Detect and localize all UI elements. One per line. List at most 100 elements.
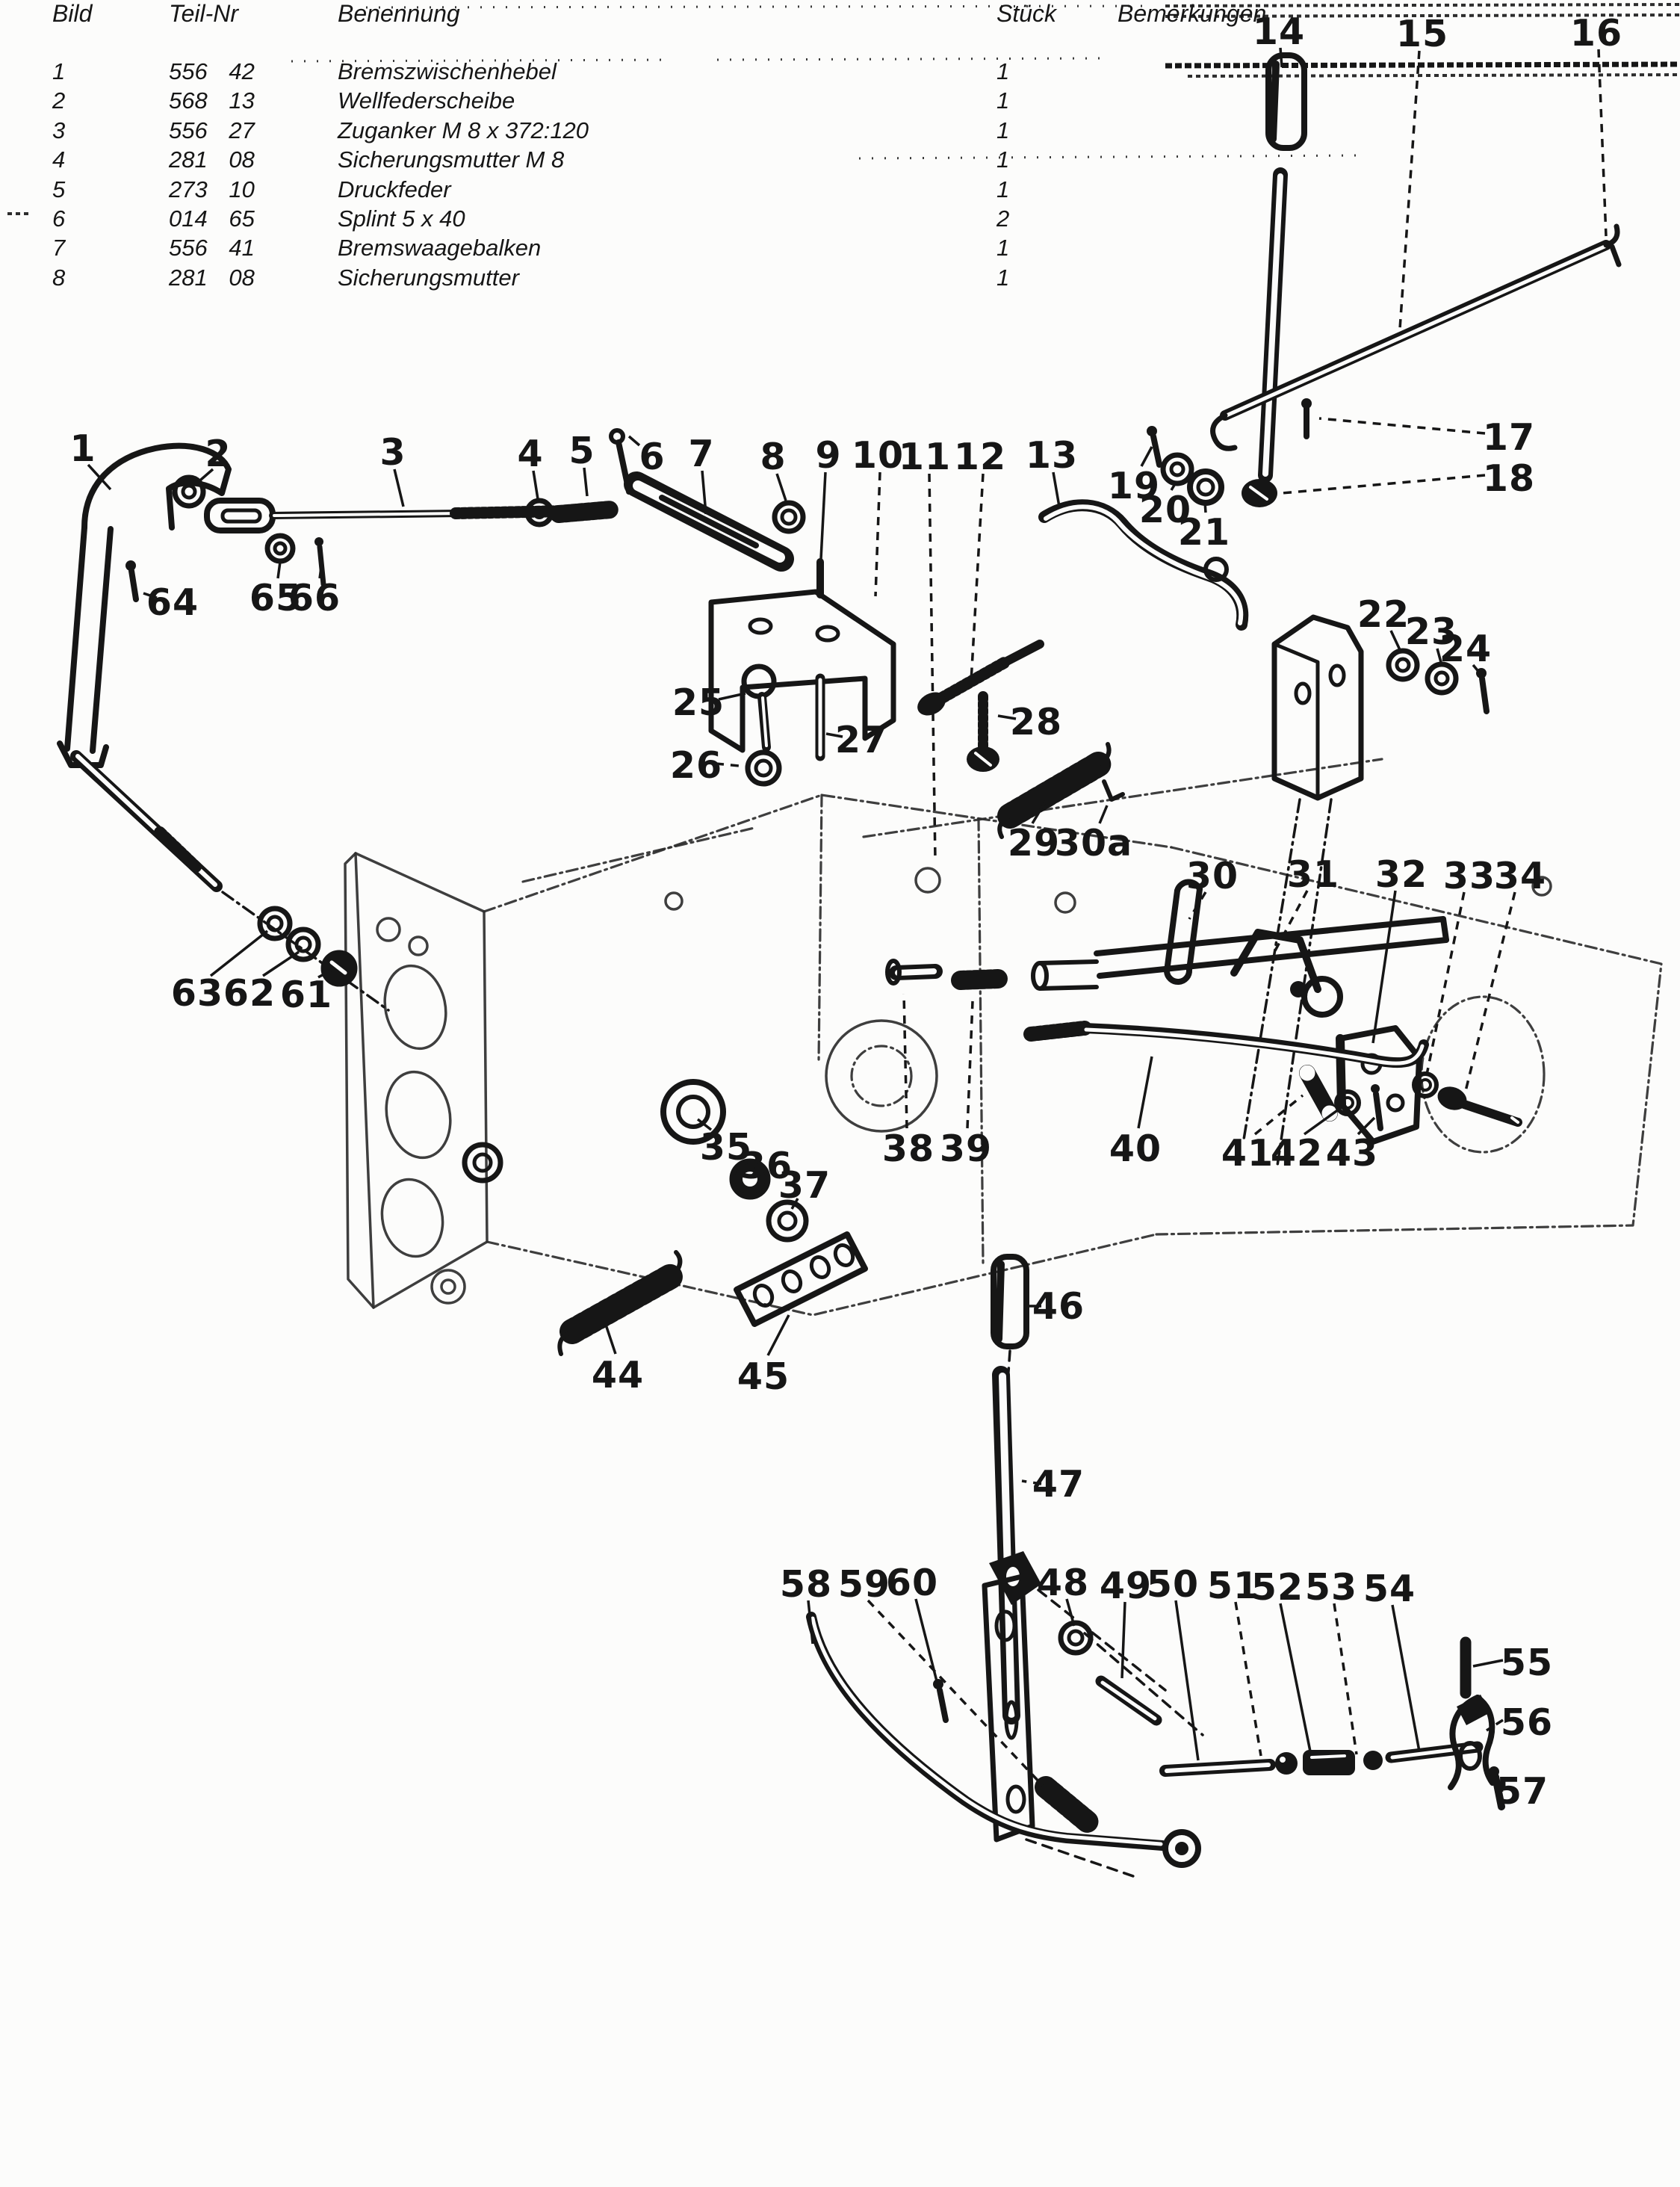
- callout-44: 44: [592, 1354, 644, 1396]
- part-brake-lever-1: [57, 442, 390, 1012]
- callout-37: 37: [778, 1164, 831, 1207]
- callout-38: 38: [882, 1127, 934, 1170]
- splint-43: [1371, 1084, 1383, 1131]
- ball-joint-18: [1242, 479, 1277, 507]
- leader-line-57: [1496, 1789, 1504, 1793]
- leader-line-47: [1021, 1479, 1042, 1485]
- callout-34: 34: [1494, 855, 1546, 897]
- cell-benennung: Bremszwischenhebel: [338, 58, 557, 84]
- ring-nut-48: [1058, 1620, 1094, 1656]
- leader-line-37: [790, 1198, 799, 1210]
- callout-1: 1: [69, 427, 96, 470]
- callout-50: 50: [1147, 1563, 1199, 1606]
- cell-benennung: Bremswaagebalken: [338, 235, 542, 262]
- splint-30a: [1102, 779, 1125, 802]
- leader-line-27: [825, 732, 843, 738]
- cell-teil_nr: 281 08: [169, 146, 255, 173]
- callout-66: 66: [288, 577, 341, 619]
- callout-11: 11: [899, 436, 951, 478]
- callout-60: 60: [886, 1562, 938, 1604]
- callout-12: 12: [954, 436, 1006, 478]
- pin-49: [1095, 1675, 1162, 1726]
- leader-line-40: [1137, 1056, 1153, 1129]
- leader-line-36: [751, 1169, 759, 1176]
- callout-40: 40: [1109, 1127, 1162, 1170]
- callout-10: 10: [852, 434, 904, 477]
- callout-31: 31: [1287, 853, 1339, 896]
- ring-37: [766, 1199, 809, 1243]
- callout-3: 3: [379, 431, 406, 474]
- anchor-bracket-22: [1242, 614, 1364, 1167]
- cell-stueck: 1: [996, 264, 1010, 291]
- leader-line-42: [1303, 1106, 1343, 1136]
- col-header-bild: Bild: [52, 0, 93, 27]
- leader-line-12: [970, 473, 985, 682]
- hand-lever-47: [992, 1366, 1020, 1724]
- leader-line-18: [1281, 474, 1486, 495]
- washer-22: [1386, 648, 1420, 682]
- callout-55: 55: [1501, 1642, 1553, 1684]
- leader-line-58: [807, 1600, 814, 1645]
- long-pull-rod-15-16: [1210, 223, 1622, 451]
- leader-line-2: [194, 468, 214, 486]
- pull-rod-58: [806, 1612, 1201, 1868]
- leader-line-13: [1052, 471, 1061, 507]
- link-41: [1299, 1065, 1338, 1122]
- hand-brake-rod-14: [1258, 167, 1288, 483]
- leader-line-44: [601, 1313, 617, 1355]
- hex-bolt-25: [741, 663, 777, 752]
- leader-line-23: [1436, 648, 1443, 666]
- callout-32: 32: [1375, 853, 1428, 896]
- callout-18: 18: [1483, 457, 1535, 500]
- leader-line-22: [1389, 630, 1403, 654]
- lock-nut-8: [772, 500, 806, 534]
- callout-57: 57: [1496, 1770, 1549, 1813]
- col-header-benennung: Benennung: [338, 0, 460, 27]
- pin-17: [1301, 398, 1312, 439]
- link-lever-30: [1164, 879, 1203, 986]
- callout-21: 21: [1178, 511, 1230, 554]
- callout-56: 56: [1501, 1701, 1553, 1744]
- washer-62: [285, 927, 321, 962]
- callout-53: 53: [1305, 1566, 1357, 1609]
- leader-line-43: [1357, 1116, 1376, 1136]
- cell-bild: 6: [52, 205, 66, 232]
- tension-spring-44: [557, 1250, 686, 1356]
- col-header-stueck: Stück: [996, 0, 1057, 27]
- cell-stueck: 1: [996, 146, 1010, 173]
- cell-bild: 8: [52, 264, 66, 291]
- callout-62: 62: [223, 972, 276, 1015]
- hex-bolt-34: [1437, 1086, 1522, 1127]
- leader-line-31: [1271, 890, 1309, 956]
- leader-line-55: [1472, 1659, 1504, 1668]
- callout-42: 42: [1271, 1132, 1323, 1175]
- leader-line-53: [1333, 1603, 1358, 1755]
- leader-line-24: [1472, 663, 1482, 675]
- leader-line-52: [1279, 1603, 1312, 1752]
- callout-59: 59: [838, 1563, 890, 1606]
- leader-line-59: [867, 1599, 1044, 1787]
- brake-balance-beam-7: [624, 471, 794, 572]
- leader-line-29: [1031, 800, 1047, 824]
- bolt-28: [967, 691, 999, 772]
- cell-stueck: 1: [996, 235, 1010, 262]
- hole-plate-45: [734, 1231, 868, 1327]
- leader-line-45: [766, 1314, 790, 1356]
- tie-rod-3: [204, 498, 572, 533]
- leader-line-4: [532, 470, 539, 500]
- leader-line-54: [1391, 1604, 1421, 1752]
- leader-line-32: [1371, 890, 1397, 1044]
- leader-line-56: [1486, 1719, 1504, 1732]
- cell-stueck: 1: [996, 58, 1010, 84]
- leader-line-28: [997, 714, 1017, 720]
- callout-35: 35: [700, 1126, 752, 1169]
- callout-65: 65: [249, 577, 302, 619]
- cell-teil_nr: 568 13: [169, 87, 255, 114]
- threaded-plug-39: [951, 969, 1008, 990]
- clevis-fork-56: [1448, 1695, 1495, 1790]
